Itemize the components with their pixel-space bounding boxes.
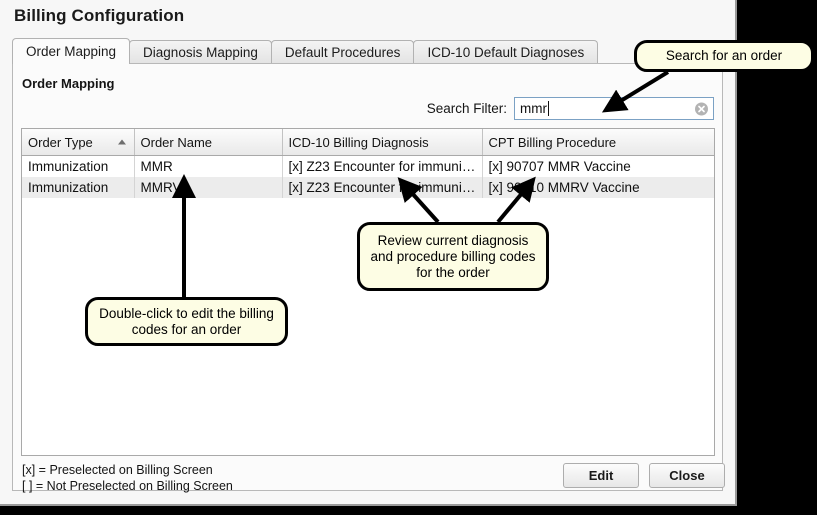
callout-search-for-an-order: Search for an order (634, 40, 814, 72)
column-header-order-type[interactable]: Order Type (22, 129, 135, 156)
search-input-value: mmr (520, 101, 547, 116)
search-input[interactable]: mmr (514, 97, 714, 120)
table-header-row: Order Type Order Name ICD-10 Billing Dia… (22, 129, 714, 156)
search-filter-label: Search Filter: (426, 101, 507, 116)
column-header-label: ICD-10 Billing Diagnosis (288, 134, 429, 150)
edit-button[interactable]: Edit (563, 463, 639, 488)
cell-cpt-billing-procedure: [x] 90710 MMRV Vaccine (482, 177, 714, 198)
tab-order-mapping[interactable]: Order Mapping (12, 38, 131, 64)
sort-ascending-icon (117, 139, 126, 145)
table-row[interactable]: Immunization MMR [x] Z23 Encounter for i… (22, 155, 714, 177)
tab-diagnosis-mapping[interactable]: Diagnosis Mapping (129, 40, 272, 64)
callout-review-codes: Review current diagnosis and procedure b… (357, 222, 549, 291)
clear-circle-icon[interactable] (695, 102, 708, 115)
callout-double-click-to-edit: Double-click to edit the billing codes f… (85, 297, 288, 346)
text-caret (548, 101, 549, 116)
cell-order-name: MMR (134, 155, 283, 177)
column-header-label: Order Name (140, 134, 213, 150)
column-header-cpt-billing-procedure[interactable]: CPT Billing Procedure (482, 129, 714, 156)
column-header-label: CPT Billing Procedure (488, 134, 617, 150)
table-row[interactable]: Immunization MMRV [x] Z23 Encounter for … (22, 177, 714, 198)
column-header-label: Order Type (28, 134, 93, 150)
search-filter-row: Search Filter: mmr (427, 97, 714, 120)
legend-line-preselected: [x] = Preselected on Billing Screen (22, 463, 213, 477)
cell-icd10-billing-diagnosis: [x] Z23 Encounter for immuni… (282, 155, 483, 177)
tab-default-procedures[interactable]: Default Procedures (270, 40, 415, 64)
column-header-order-name[interactable]: Order Name (134, 129, 283, 156)
tab-strip: Order Mapping Diagnosis Mapping Default … (12, 38, 599, 64)
close-button[interactable]: Close (649, 463, 725, 488)
cell-cpt-billing-procedure: [x] 90707 MMR Vaccine (482, 155, 714, 177)
tab-icd10-default-diagnoses[interactable]: ICD-10 Default Diagnoses (413, 40, 599, 64)
panel-heading: Order Mapping (22, 76, 115, 91)
cell-order-name: MMRV (134, 177, 283, 198)
dialog-button-row: Edit Close (563, 463, 725, 488)
cell-order-type: Immunization (22, 155, 135, 177)
cell-icd10-billing-diagnosis: [x] Z23 Encounter for immuni… (282, 177, 483, 198)
legend-line-not-preselected: [ ] = Not Preselected on Billing Screen (22, 479, 233, 493)
column-header-icd10-billing-diagnosis[interactable]: ICD-10 Billing Diagnosis (282, 129, 483, 156)
page-title: Billing Configuration (14, 6, 185, 25)
cell-order-type: Immunization (22, 177, 135, 198)
legend: [x] = Preselected on Billing Screen [ ] … (22, 462, 233, 494)
order-mapping-table[interactable]: Order Type Order Name ICD-10 Billing Dia… (21, 128, 715, 456)
